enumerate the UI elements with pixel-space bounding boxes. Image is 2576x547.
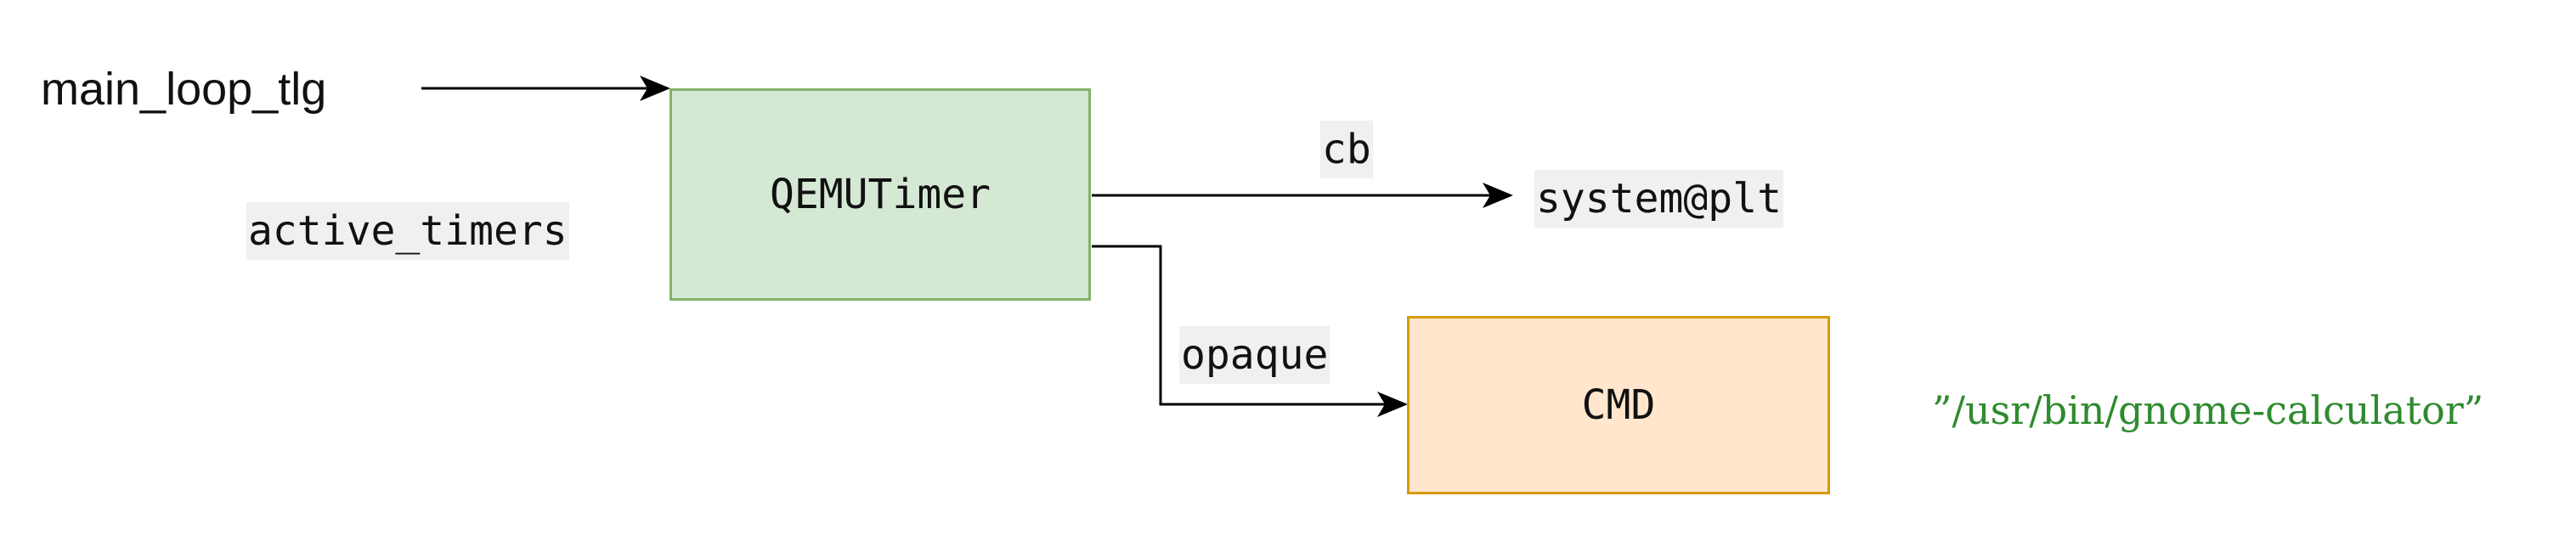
main-loop-label: main_loop_tlg: [41, 64, 327, 115]
cb-edge-label: cb: [1320, 121, 1373, 178]
qemu-timer-node-label: QEMUTimer: [769, 171, 991, 218]
active-timers-label: active_timers: [246, 202, 569, 260]
opaque-edge-label: opaque: [1179, 326, 1330, 384]
cmd-node: CMD: [1407, 316, 1830, 494]
arrow-opaque-to-cmd: [1092, 245, 1408, 417]
cmd-node-label: CMD: [1581, 381, 1656, 429]
calculator-path-label: ”/usr/bin/gnome-calculator”: [1932, 387, 2484, 433]
qemu-timer-node: QEMUTimer: [669, 88, 1091, 301]
system-plt-label: system@plt: [1534, 170, 1783, 228]
